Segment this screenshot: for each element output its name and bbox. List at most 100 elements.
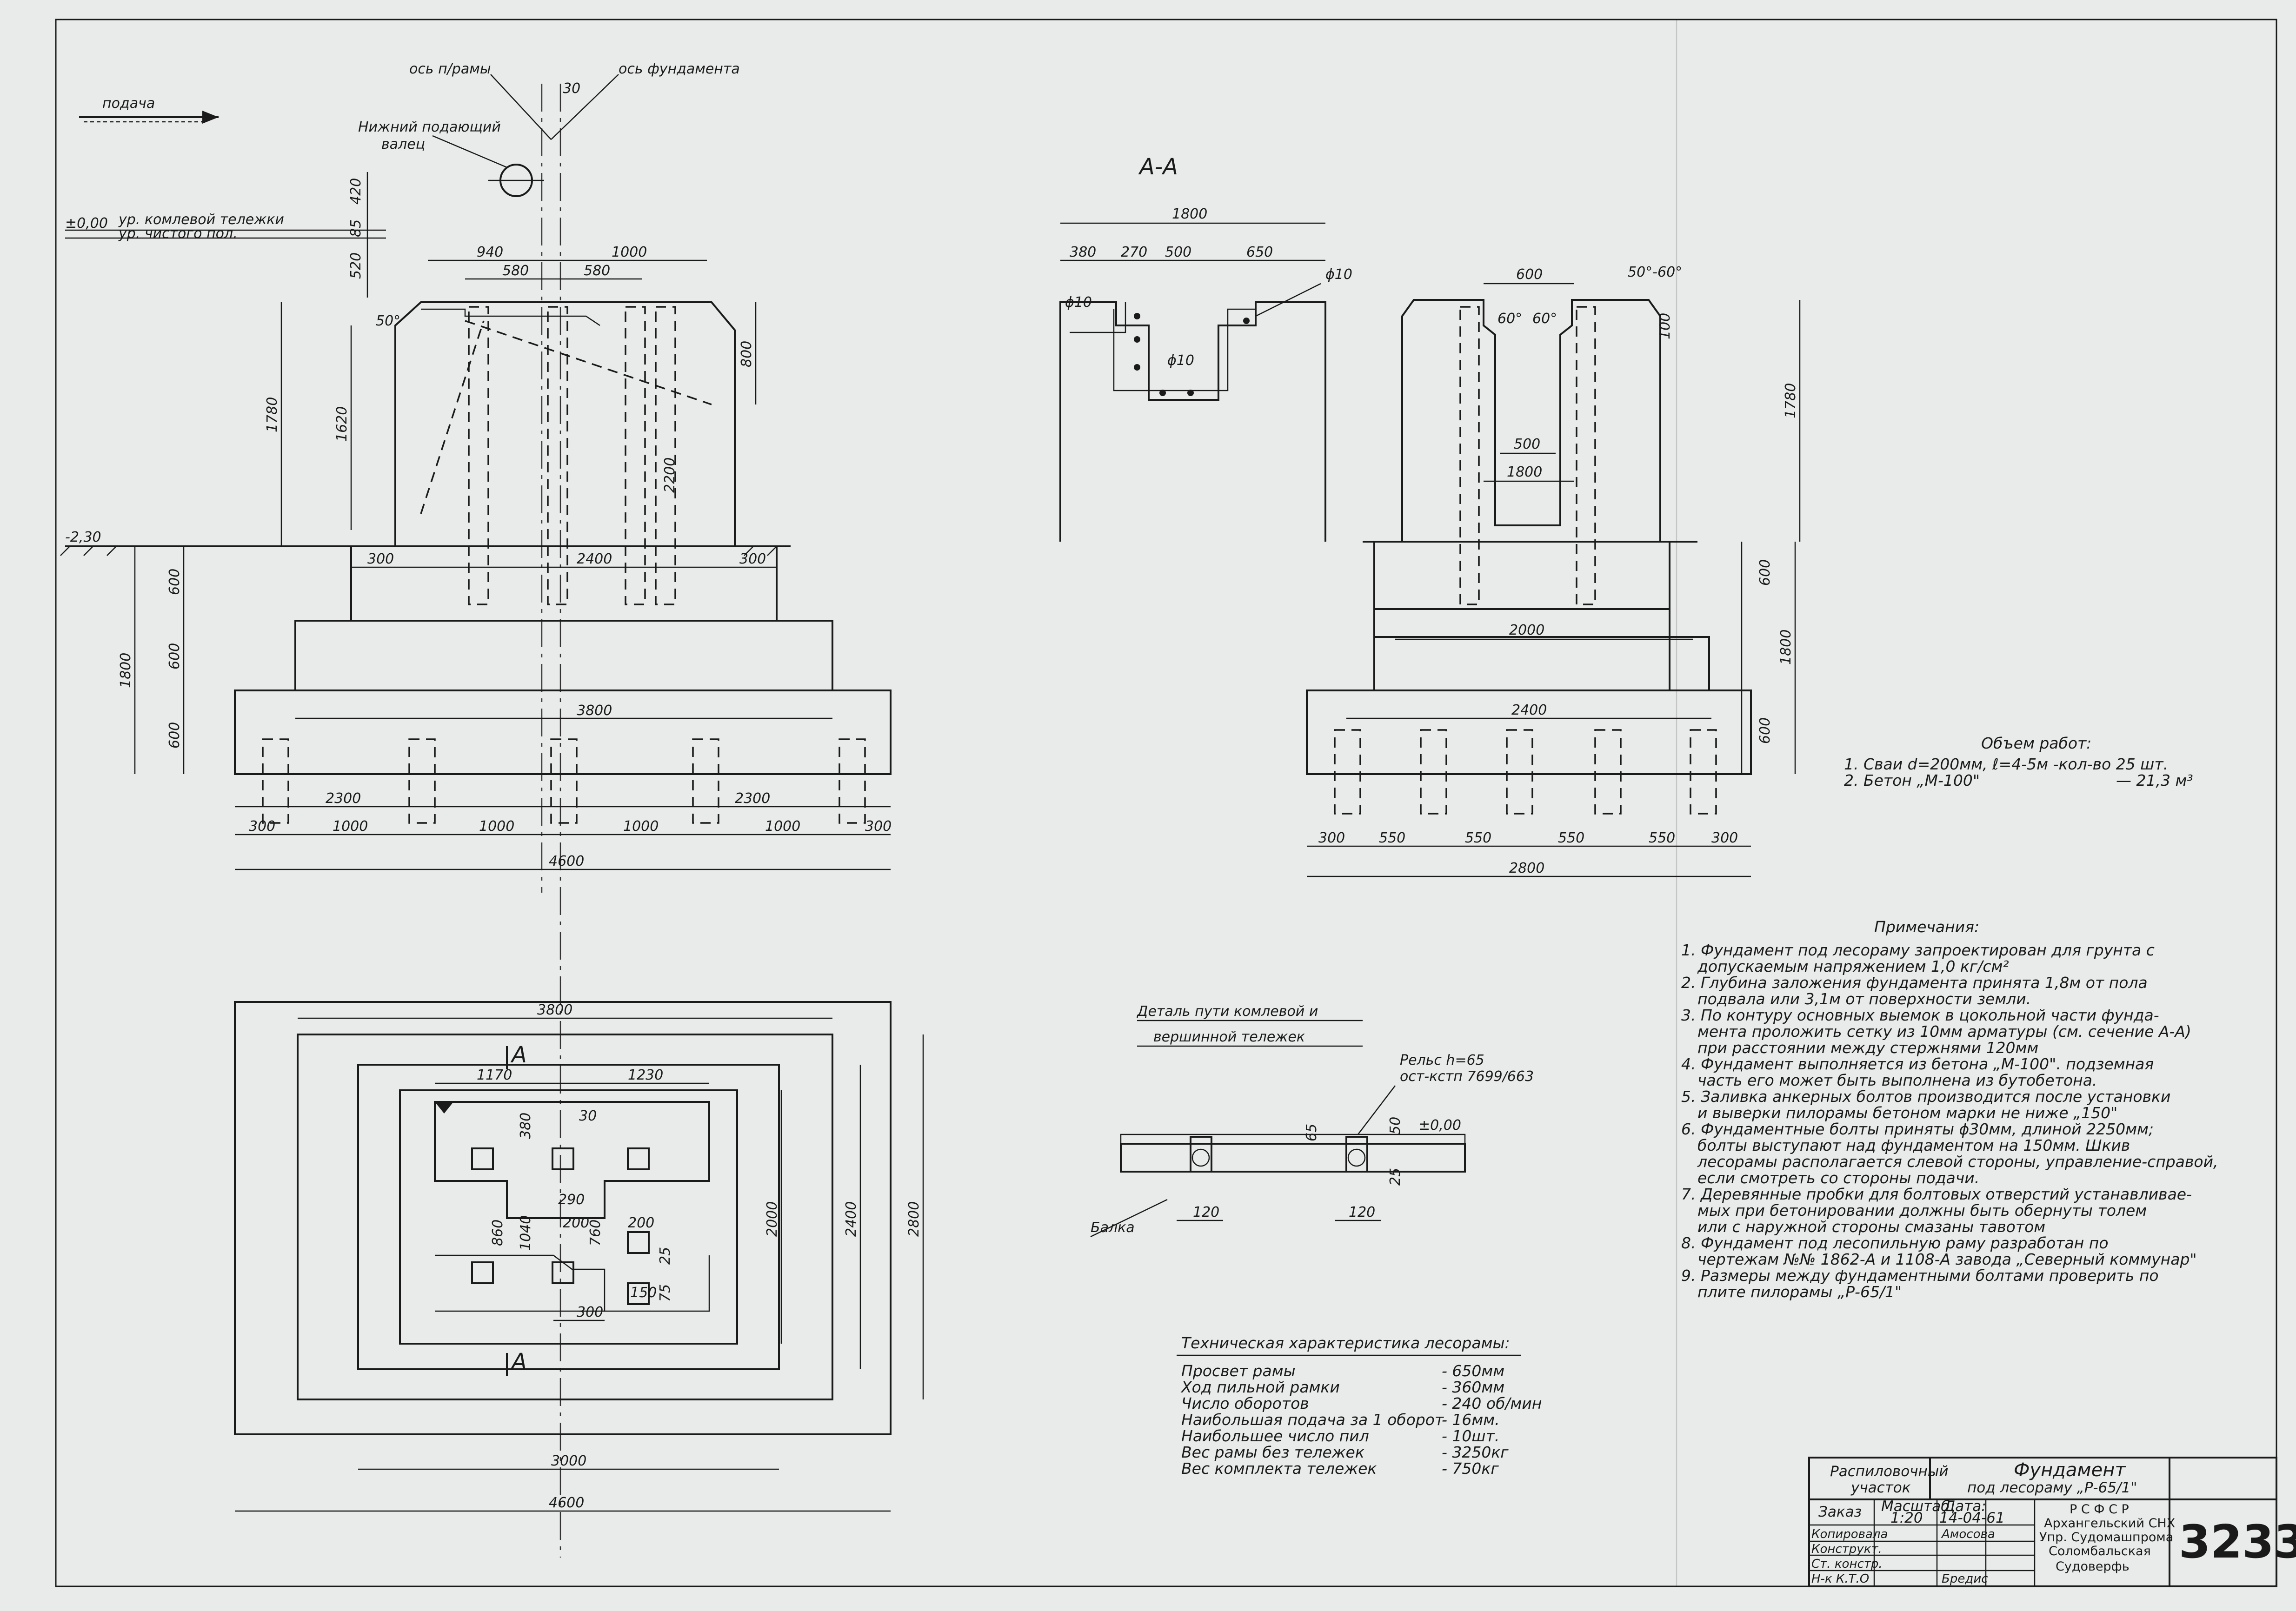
side-base-block [1306,689,1752,775]
spec-value-2: - 360мм [1442,1378,1504,1396]
section-a-a: А-А 1800 380 270 500 650 ϕ10 ϕ10 ϕ10 [1059,154,1352,542]
dim-1800-front: 1800 [118,653,134,688]
plan-outer [234,1001,892,1435]
note-line-18: или с наружной стороны смазаны тавотом [1697,1218,2045,1236]
dim-300-bl: 300 [249,818,275,835]
note-line-20: чертежам №№ 1862-А и 1108-А завода „Севе… [1697,1250,2197,1268]
tb-org-4: Соломбальская [2049,1544,2151,1558]
note-line-22: плите пилорамы „Р-65/1" [1697,1283,1902,1301]
tb-org-5: Судоверфь [2056,1559,2130,1574]
drawing-number: 3233 [2179,1516,2296,1569]
tb-drawn: Копировала [1811,1527,1888,1541]
tb-designed: Конструкт. [1811,1542,1882,1556]
dim-580-right: 580 [584,263,610,279]
dim-860: 860 [490,1220,506,1246]
dim-25: 25 [657,1247,673,1265]
rail-std-label: ост-кстп 7699/663 [1400,1068,1534,1085]
dim-60deg-right: 60° [1532,311,1557,327]
dim-520: 520 [348,252,364,279]
volume-item-piles: 1. Сваи d=200мм, ℓ=4-5м -кол-во 25 шт. [1844,755,2168,773]
dim-2000-plan: 2000 [764,1201,780,1237]
dim-1000-1: 1000 [333,818,368,835]
dim-380: 380 [1070,244,1096,260]
spec-name-5: Наибольшее число пил [1181,1427,1369,1445]
tb-date-label: Дата: [1943,1498,1986,1515]
dim-1170: 1170 [477,1067,512,1083]
frame-axis-label: ось п/рамы [409,61,491,77]
front-elevation: подача ось п/рамы ось фундамента 30 Нижн… [60,61,892,1558]
note-line-19: 8. Фундамент под лесопильную раму разраб… [1681,1234,2109,1252]
spec-name-3: Число оборотов [1181,1394,1309,1412]
note-line-13: болты выступают над фундаментом на 150мм… [1697,1136,2130,1154]
side-upper-block [1401,299,1661,542]
bar-d10-right: ϕ10 [1325,266,1352,283]
dim-4600-plan: 4600 [549,1495,584,1511]
volume-title: Объем работ: [1981,734,2091,752]
dim-270: 270 [1121,244,1147,260]
dim-30: 30 [563,80,580,97]
level-m230: -2,30 [65,529,101,545]
dim-50-rail: 50 [1387,1117,1404,1134]
dim-1040: 1040 [518,1215,534,1251]
dim-120-left: 120 [1193,1204,1219,1220]
dim-200-a: 200 [563,1215,589,1231]
dim-1620: 1620 [334,406,350,442]
front-base-block [234,689,892,775]
dim-200-b: 200 [628,1215,654,1231]
dim-50-60deg: 50°-60° [1628,264,1682,280]
level-trolley-label: ур. комлевой тележки [118,212,284,228]
tb-org-2: Архангельский СНХ [2044,1516,2175,1531]
plan-section-mark-top: А [510,1042,527,1068]
dim-120-right: 120 [1349,1204,1375,1220]
note-line-12: 6. Фундаментные болты приняты ϕ30мм, дли… [1681,1120,2154,1138]
dim-1800-side: 1800 [1778,630,1794,665]
detail-title-2: вершинной тележек [1153,1029,1305,1045]
tb-area-2: участок [1850,1479,1911,1496]
tb-head-name: Бредис [1942,1572,1988,1586]
dim-2400-plan: 2400 [843,1201,859,1237]
note-line-3: 2. Глубина заложения фундамента принята … [1681,974,2148,992]
dim-380-plan: 380 [518,1113,534,1139]
note-line-11: и выверки пилорамы бетоном марки не ниже… [1697,1104,2117,1122]
detail-title-1: Деталь пути комлевой и [1136,1003,1318,1020]
dim-300-right-top: 300 [739,551,766,567]
plan-recess [434,1101,710,1219]
tb-drawn-name: Амосова [1941,1527,1995,1541]
note-line-5: 3. По контуру основных выемок в цокольно… [1681,1006,2159,1024]
feed-arrow [79,111,219,124]
dim-940: 940 [477,244,503,260]
feed-label: подача [102,95,155,112]
dim-800: 800 [739,341,755,367]
spec-name-2: Ход пильной рамки [1180,1378,1340,1396]
dim-300-plan: 300 [577,1304,603,1320]
dim-2800-side: 2800 [1509,860,1544,876]
spec-value-4: - 16мм. [1442,1411,1500,1429]
side-elevation: 600 50°-60° 60° 60° 100 1780 500 1800 20… [1306,264,1801,877]
plan-view: 3800 А А 1170 1230 380 30 860 1040 290 2… [234,1001,924,1512]
dim-300-side-r: 300 [1711,830,1738,846]
dim-650: 650 [1246,244,1273,260]
notes: Примечания: 1. Фундамент под лесораму за… [1681,918,2218,1301]
sheet-frame [55,19,2277,1587]
tb-area-1: Распиловочный [1830,1463,1948,1480]
roller-label: Нижний подающий [358,119,501,135]
spec-name-4: Наибольшая подача за 1 оборот [1181,1411,1444,1429]
dim-2000-side: 2000 [1509,622,1544,638]
dim-600-side-c: 600 [1757,717,1773,744]
spec-name-7: Вес комплекта тележек [1181,1459,1377,1478]
dim-65-rail: 65 [1304,1124,1320,1141]
dim-1000: 1000 [612,244,647,260]
note-line-9: часть его может быть выполнена из бутобе… [1697,1071,2097,1089]
dim-2800-plan: 2800 [906,1201,922,1237]
note-line-21: 9. Размеры между фундаментными болтами п… [1681,1266,2159,1285]
dim-600-b: 600 [166,643,183,670]
dim-300-br: 300 [865,818,892,835]
section-outline [1059,301,1326,542]
dim-600-a: 600 [166,569,183,595]
tb-date: 14-04-61 [1939,1510,2005,1526]
plan-base [297,1034,833,1400]
note-line-4: подвала или 3,1м от поверхности земли. [1697,990,2031,1008]
dim-3800-plan: 3800 [537,1002,572,1018]
rail-right [1345,1136,1368,1173]
tb-chief: Ст. констр. [1811,1557,1883,1571]
